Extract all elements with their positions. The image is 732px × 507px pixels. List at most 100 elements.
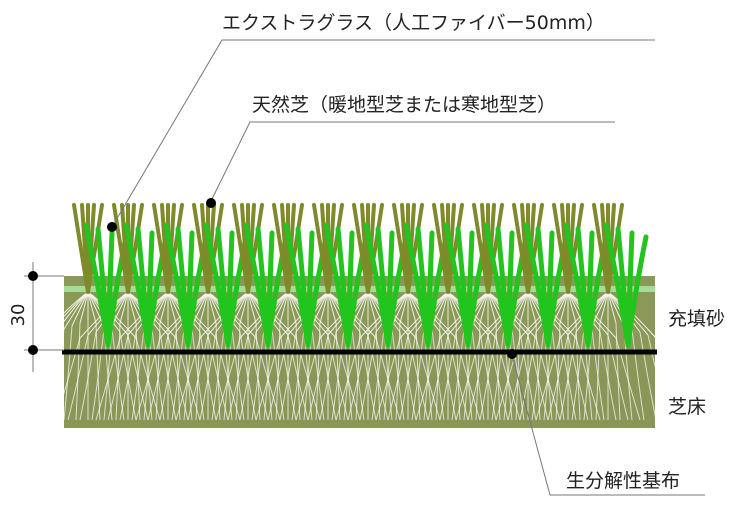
root-strand	[15, 337, 41, 421]
root-strand	[335, 337, 361, 421]
dimension-dot-bottom	[28, 345, 38, 355]
root-strand	[27, 334, 49, 421]
root-strand	[215, 337, 241, 421]
root-strand	[479, 331, 497, 421]
root-strand	[155, 322, 161, 421]
root-strand	[187, 334, 209, 421]
root-strand	[531, 328, 545, 421]
natural-grass-blade	[446, 203, 464, 294]
root-strand	[511, 291, 529, 327]
natural-grass-blade	[406, 203, 424, 294]
root-strand	[599, 291, 609, 324]
root-strand	[415, 337, 441, 421]
root-strand	[355, 322, 361, 421]
natural-grass-blade	[126, 203, 144, 294]
natural-grass-blade	[246, 203, 264, 294]
root-strand	[491, 328, 505, 421]
root-strand	[439, 331, 457, 421]
root-strand	[211, 328, 225, 421]
natural-grass-blade	[206, 203, 224, 294]
natural-grass-blade	[286, 203, 304, 294]
root-strand	[267, 334, 289, 421]
root-strand	[199, 291, 209, 324]
natural-grass-blade	[366, 203, 384, 294]
root-strand	[375, 337, 401, 421]
leader-line-artificial	[111, 39, 655, 228]
natural-grass-blade	[86, 203, 104, 294]
leader-dot-fabric	[507, 349, 517, 359]
root-strand	[435, 322, 441, 421]
root-strand	[271, 291, 289, 327]
root-strand	[75, 322, 81, 421]
root-strand	[431, 291, 449, 327]
root-strand	[91, 328, 105, 421]
root-strand	[159, 331, 177, 421]
root-strand	[171, 328, 185, 421]
root-strand	[455, 337, 481, 421]
root-strand	[119, 331, 137, 421]
root-strand	[359, 331, 377, 421]
leader-line-fabric	[511, 354, 705, 496]
root-strand	[547, 334, 569, 421]
root-strand	[71, 291, 89, 327]
root-strand	[395, 322, 401, 421]
root-strand	[175, 337, 201, 421]
root-strand	[279, 291, 289, 324]
root-strand	[555, 322, 561, 421]
root-strand	[451, 328, 465, 421]
root-strand	[199, 331, 217, 421]
root-strand	[315, 322, 321, 421]
root-strand	[519, 331, 537, 421]
root-strand	[79, 291, 89, 324]
root-strand	[615, 322, 621, 421]
leader-dot-artificial	[107, 222, 117, 232]
root-strand	[319, 331, 337, 421]
root-strand	[255, 337, 281, 421]
natural-grass-blade	[326, 203, 344, 294]
root-strand	[559, 331, 577, 421]
root-strand	[427, 334, 449, 421]
root-strand	[639, 331, 657, 421]
natural-grass-label: 天然芝（暖地型芝または寒地型芝）	[252, 94, 557, 116]
root-strand	[595, 322, 601, 421]
root-strand	[295, 337, 321, 421]
root-strand	[111, 291, 129, 327]
grass-blades	[72, 203, 649, 348]
root-strand	[467, 334, 489, 421]
root-strand	[551, 291, 569, 327]
root-strand	[231, 291, 249, 327]
root-strand	[79, 331, 97, 421]
root-strand	[331, 328, 345, 421]
root-strand	[391, 291, 409, 327]
root-strand	[475, 322, 481, 421]
root-strand	[307, 334, 329, 421]
root-strand	[147, 334, 169, 421]
root-strand	[519, 291, 529, 324]
root-strand	[571, 328, 585, 421]
root-strand	[95, 337, 121, 421]
root-strand	[191, 291, 209, 327]
dimension-dot-top	[28, 271, 38, 281]
root-strand	[371, 328, 385, 421]
root-strand	[411, 328, 425, 421]
root-strand	[479, 291, 489, 324]
root-strand	[399, 291, 409, 324]
root-strand	[135, 337, 161, 421]
root-strand	[159, 291, 169, 324]
artificial-grass-label: エクストラグラス（人工ファイバー50mm）	[222, 12, 605, 34]
root-strand	[387, 334, 409, 421]
root-strand	[235, 322, 241, 421]
root-strand	[63, 325, 73, 421]
natural-grass-blade	[526, 203, 544, 294]
natural-grass-blade	[566, 203, 584, 294]
root-strand	[195, 322, 201, 421]
root-strand	[115, 322, 121, 421]
root-strand	[647, 334, 669, 421]
root-strand	[107, 334, 129, 421]
root-strand	[311, 291, 329, 327]
root-strand	[559, 291, 569, 324]
root-strand	[591, 291, 609, 327]
root-strand	[227, 334, 249, 421]
natural-grass-blade	[166, 203, 184, 294]
